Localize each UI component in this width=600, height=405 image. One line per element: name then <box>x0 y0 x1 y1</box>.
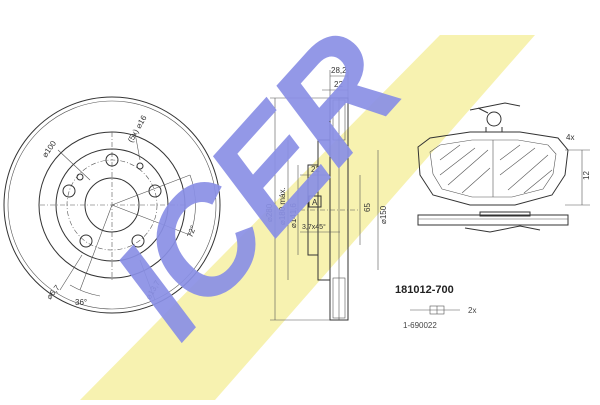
dim-h280: ⌀280 <box>265 203 274 222</box>
vent-slot <box>332 277 346 319</box>
dim-h1416: ⌀141,6 <box>289 203 298 228</box>
clip-legs <box>485 127 503 132</box>
leader-line <box>134 132 141 161</box>
dim-h180: ⌀180 máx. <box>278 187 287 225</box>
dim-a72: 72° <box>185 224 198 238</box>
clip-ring <box>486 111 502 127</box>
spring-clip <box>469 102 521 114</box>
pad-side-clip <box>479 211 531 217</box>
angle-line <box>79 204 113 291</box>
dim-chamfer: 3,7x45° <box>302 223 326 231</box>
bolt-hole <box>62 184 76 198</box>
leader-line <box>59 254 83 291</box>
leader-line <box>57 149 91 181</box>
angle-line <box>111 174 191 206</box>
pad-friction-material <box>429 139 557 198</box>
reference-box-a <box>308 195 322 208</box>
dim-h65: 65 <box>363 203 372 212</box>
dim-d67: ⌀6,7 <box>45 283 62 301</box>
angle-arc-36 <box>69 284 101 297</box>
disc-outer-edge <box>3 96 221 314</box>
disc-section-view: 28,2 22 ⌀280 ⌀180 máx. ⌀141,6 65 ⌀150 22… <box>265 66 388 321</box>
pad-thickness: 12 <box>582 171 591 180</box>
vent-slot <box>332 99 346 141</box>
dim-a36: 36° <box>75 298 87 307</box>
locating-hole <box>76 173 84 181</box>
part-number: 181012-700 <box>395 284 454 296</box>
bolt-hole <box>131 234 145 248</box>
pad-side-view <box>417 214 569 226</box>
bolt-hole <box>79 234 93 248</box>
pad-backing-plate <box>417 131 569 206</box>
dim-w22top: 22 <box>334 80 343 89</box>
dim-w22mid: 22 <box>311 165 320 174</box>
angle-arc-72 <box>189 174 196 236</box>
dim-d100: ⌀100 <box>40 139 58 159</box>
dim-h150: ⌀150 <box>379 205 388 224</box>
brake-pad-view: 12 4x <box>417 102 591 233</box>
dim-d16: (5x) ⌀16 <box>126 113 149 144</box>
wear-sensor-wire <box>464 225 541 233</box>
locating-hole <box>136 162 144 170</box>
dim-w282: 28,2 <box>331 66 347 75</box>
label-box-a: A <box>312 198 318 207</box>
accessory-ref: 1-690022 <box>403 321 437 330</box>
angle-line <box>111 204 191 236</box>
accessory-bolt: 2x 1-690022 <box>403 305 476 330</box>
disc-outer-chamfer <box>7 100 217 310</box>
bolt-hole <box>105 153 119 167</box>
accessory-quantity: 2x <box>468 306 476 315</box>
pad-hatching <box>439 144 553 194</box>
pad-quantity: 4x <box>566 133 574 142</box>
leader-line <box>139 259 156 301</box>
